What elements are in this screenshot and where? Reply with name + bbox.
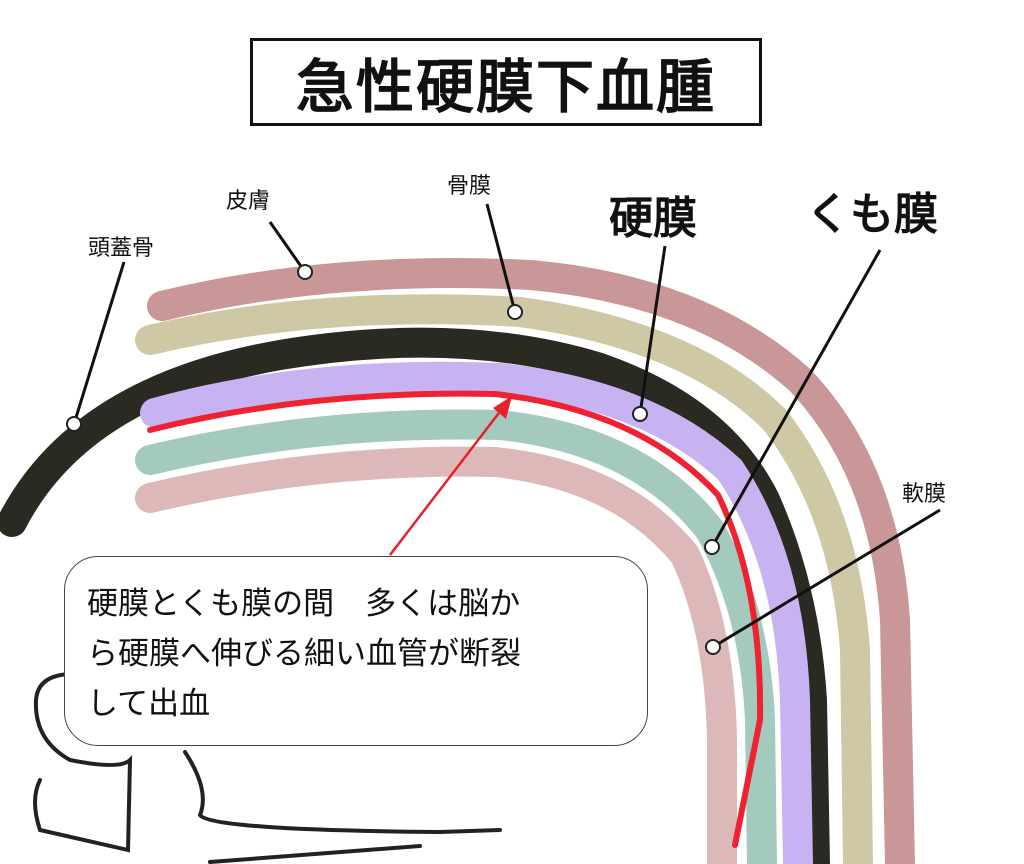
skin-layer — [147, 258, 915, 864]
dura-layer — [140, 361, 813, 864]
skull-leader — [72, 261, 126, 425]
dura-label: 硬膜 — [609, 193, 697, 244]
page-title: 急性硬膜下血腫 — [250, 38, 762, 126]
callout-line-2: ら硬膜へ伸びる細い血管が断裂 — [87, 636, 521, 672]
arachnoid-label: くも膜 — [806, 189, 938, 240]
explanation-callout: 硬膜とくも膜の間 多くは脳か ら硬膜へ伸びる細い血管が断裂 して出血 — [64, 556, 648, 746]
periosteum-label: 骨膜 — [447, 174, 492, 199]
callout-line-3: して出血 — [87, 686, 211, 722]
callout-line-1: 硬膜とくも膜の間 多くは脳か — [87, 586, 521, 622]
pia-dot — [705, 639, 721, 655]
hematoma-arrow-head — [493, 396, 512, 419]
brain-outline — [33, 671, 502, 864]
arachnoid-dot — [704, 539, 720, 555]
periosteum-leader — [485, 203, 517, 313]
skin-leader — [268, 221, 307, 273]
hematoma-arrow-shaft — [389, 404, 506, 556]
skull-dot — [66, 416, 82, 432]
dura-leader — [638, 245, 667, 415]
skull-label: 頭蓋骨 — [88, 236, 155, 261]
arachnoid-layer — [135, 409, 777, 864]
dura-dot — [632, 406, 648, 422]
periosteum-layer — [135, 294, 873, 864]
periosteum-dot — [507, 304, 523, 320]
skin-label: 皮膚 — [226, 189, 271, 214]
pia-layer — [135, 446, 737, 864]
hematoma-line — [147, 390, 764, 848]
arachnoid-leader — [710, 249, 882, 548]
pia-leader — [712, 508, 941, 649]
skin-dot — [297, 264, 313, 280]
pia-label: 軟膜 — [902, 482, 947, 507]
